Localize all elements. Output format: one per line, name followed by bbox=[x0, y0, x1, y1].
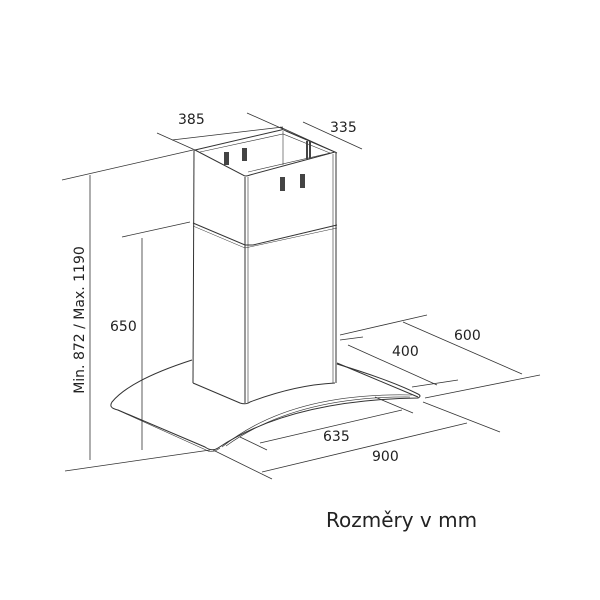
chimney-top-rim bbox=[193, 129, 337, 177]
dim-chimney-offset: 400 bbox=[392, 344, 419, 360]
dim-hood-height: 650 bbox=[110, 319, 137, 335]
chimney-bottom bbox=[192, 382, 336, 405]
dim-chimney-width: 385 bbox=[178, 112, 205, 128]
dim-glass-depth: 600 bbox=[454, 328, 481, 344]
dim-glass-inner-width: 635 bbox=[323, 429, 350, 445]
units-caption: Rozměry v mm bbox=[326, 508, 478, 532]
dim-total-height: Min. 872 / Max. 1190 bbox=[72, 246, 88, 394]
vent-slots bbox=[224, 141, 311, 191]
dim-glass-width: 900 bbox=[372, 449, 399, 465]
dim-chimney-depth: 335 bbox=[330, 120, 357, 136]
glass-canopy bbox=[110, 359, 421, 451]
chimney-left-edge bbox=[192, 149, 195, 384]
chimney-joint bbox=[192, 222, 338, 246]
